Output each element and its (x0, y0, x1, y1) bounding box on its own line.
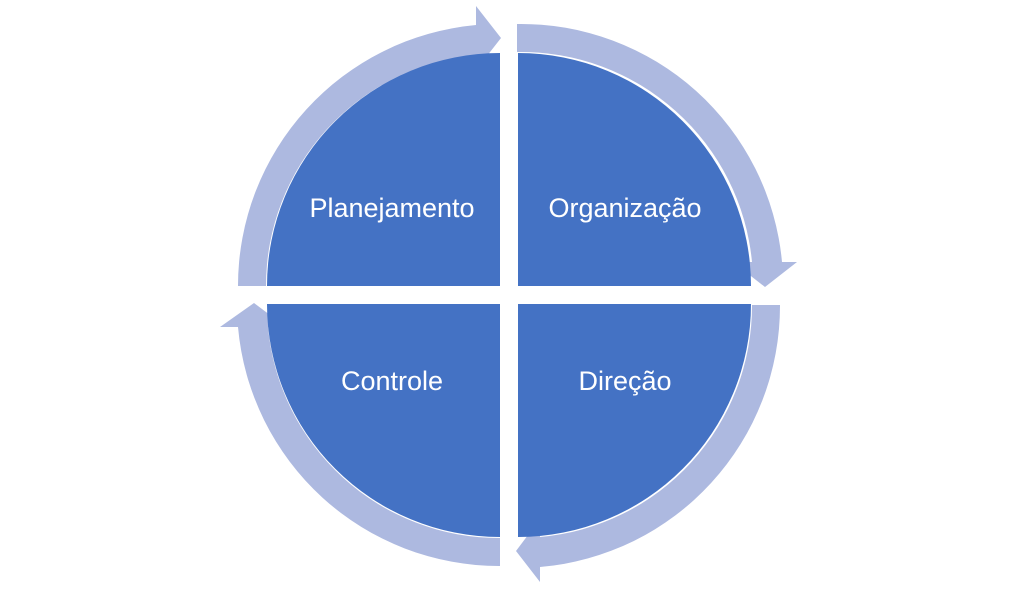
label-planejamento: Planejamento (309, 193, 474, 223)
label-organizacao: Organização (548, 193, 701, 223)
quadrant-organizacao (518, 53, 751, 286)
arrow-organizacao-to-direcao (517, 23, 797, 288)
quadrant-controle (267, 304, 500, 537)
quadrant-labels: Planejamento Organização Direção Control… (309, 193, 701, 396)
label-controle: Controle (341, 366, 443, 396)
label-direcao: Direção (578, 366, 671, 396)
quadrants (267, 53, 751, 537)
quadrant-planejamento (267, 53, 500, 286)
quadrant-direcao (518, 304, 751, 537)
arrow-planejamento-to-organizacao (238, 6, 501, 286)
cycle-arrows (220, 6, 797, 582)
arrow-controle-to-planejamento (220, 303, 500, 567)
arrow-direcao-to-controle (516, 305, 781, 582)
